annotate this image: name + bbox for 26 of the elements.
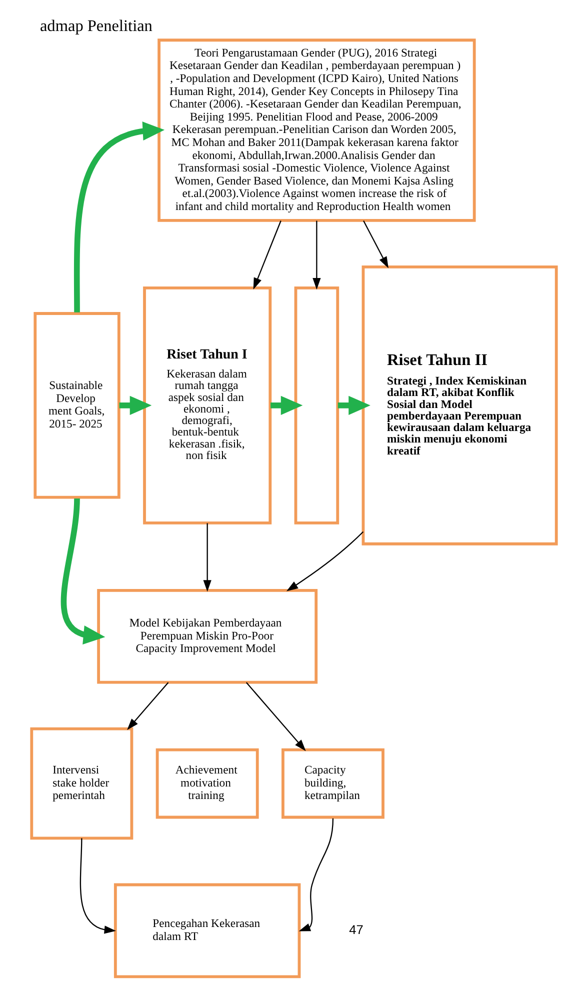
node-box: Intervensi stake holder pemerintah	[30, 727, 134, 840]
arrow	[338, 396, 370, 415]
node-box: Sustainable Develop ment Goals, 2015- 2025	[34, 312, 120, 499]
arrow	[286, 531, 364, 592]
arrow	[270, 396, 303, 415]
arrow	[119, 396, 152, 415]
node-box: Teori Pengarustamaan Gender (PUG), 2016 Strategi Kesetaraan Gender dan Keadilan , pemberdayaan perempuan ) , -Population and Development (ICPD Kairo), United Nations Human Right, 2014), Gender Key Concepts in Philosepy Tina Chanter (2006). -Kesetaraan Gender dan Keadilan Perempuan, Beijing 1995. Penelitian Flood and Pease, 2006-2009 Kekerasan perempuan.-Penelitian Carison dan Worden 2005, MC Mohan and Baker 2011(Dampak kekerasan karena faktor ekonomi, Abdullah,Irwan.2000.Analisis Gender dan Transformasi sosial -Domestic Violence, Violence Against Women, Gender Based Violence, dan Monemi Kajsa Asling et.al.(2003).Violence Against women increase the risk of infant and child mortality and Reproduction Health women	[158, 38, 476, 222]
node-box	[294, 286, 340, 524]
arrow	[203, 523, 212, 592]
node-box: Riset Tahun I Kekerasan dalam rumah tangga aspek sosial dan ekonomi , demografi, bentuk-bentuk kekerasan .fisik, non fisik	[143, 286, 272, 524]
arrow	[298, 818, 334, 932]
node-box: Riset Tahun II Strategi , Index Kemiskinan dalam RT, akibat Konflik Sosial dan Model pemberdayaan Perempuan kewirausaan dalam keluarga miskin menuju ekonomi kreatif	[362, 266, 558, 546]
node-box: Capacity building, ketrampilan	[282, 748, 384, 819]
label: 47	[349, 922, 364, 937]
arrow	[253, 220, 282, 290]
arrow	[74, 122, 165, 312]
arrow	[80, 838, 116, 934]
node-box: Pencegahan Kekerasan dalam RT	[114, 883, 301, 978]
arrow	[246, 682, 306, 752]
node-box: Model Kebijakan Pemberdayaan Perempuan Miskin Pro-Poor Capacity Improvement Model	[97, 588, 318, 684]
arrow	[127, 682, 169, 730]
node-box: Achievement motivation training	[156, 748, 259, 819]
arrow	[312, 220, 321, 290]
diagram-title: admap Penelitian	[40, 16, 152, 36]
arrow	[363, 220, 388, 268]
arrow	[60, 498, 106, 644]
